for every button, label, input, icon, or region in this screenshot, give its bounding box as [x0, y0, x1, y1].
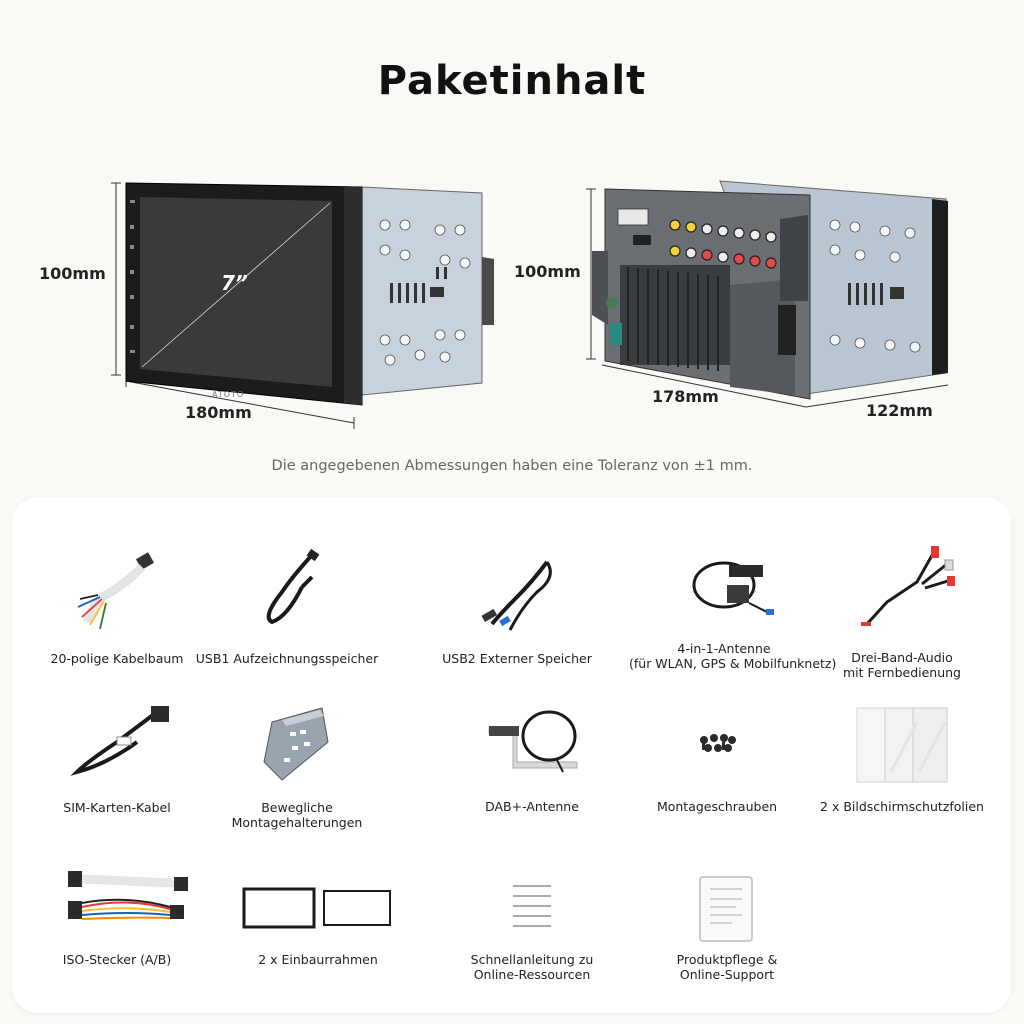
item-sim-cable: SIM-Karten-Kabel: [22, 702, 212, 815]
bracket-icon: [263, 707, 329, 781]
document-lines-icon: [513, 885, 551, 927]
front-width-label: 180mm: [185, 403, 252, 422]
item-mounting-frames: 2 x Einbaurrahmen: [238, 885, 398, 967]
item-label: 20-polige Kabelbaum: [50, 651, 184, 666]
audio-cable-icon: [861, 546, 955, 626]
item-mounting-screws: Montageschrauben: [622, 702, 812, 814]
item-wiring-harness: 20-polige Kabelbaum: [22, 547, 212, 666]
item-screen-protectors: 2 x Bildschirmschutzfolien: [807, 702, 997, 814]
manual-icon: [699, 876, 753, 942]
dab-antenna-icon: [488, 710, 578, 773]
usb-cable-icon: [266, 548, 320, 625]
screws-icon: [700, 734, 736, 752]
front-unit-illustration: [111, 182, 494, 429]
front-height-label: 100mm: [39, 264, 106, 283]
screen-protector-icon: [856, 707, 948, 783]
sim-cable-icon: [70, 706, 169, 776]
rear-unit-illustration: [586, 180, 949, 408]
iso-connector-icon: [68, 871, 188, 920]
item-usb1-cable: USB1 Aufzeichnungsspeicher: [192, 547, 382, 666]
frame-icon: [242, 887, 391, 929]
item-usb2-cable: USB2 Externer Speicher: [422, 552, 612, 666]
item-4in1-antenna: 4-in-1-Antenne(für WLAN, GPS & Mobilfunk…: [629, 555, 836, 671]
rear-width-label: 178mm: [652, 387, 719, 406]
item-iso-connector: ISO-Stecker (A/B): [22, 867, 212, 967]
tolerance-note: Die angegebenen Abmessungen haben eine T…: [271, 458, 753, 474]
package-contents-card: 20-polige Kabelbaum USB1 Aufzeichnungssp…: [12, 497, 1011, 1013]
rear-depth-label: 122mm: [866, 401, 933, 420]
wiring-harness-icon: [77, 552, 155, 630]
rear-height-label: 100mm: [514, 262, 581, 281]
screen-size-label: 7”: [221, 271, 248, 295]
item-dab-antenna: DAB+-Antenne: [437, 702, 627, 814]
usb-cable-icon: [481, 560, 552, 631]
antenna-icon: [692, 561, 774, 615]
brand-logo: ATOTO: [212, 390, 245, 399]
item-product-care: Produktpflege &Online-Support: [632, 875, 822, 982]
page-title: Paketinhalt: [377, 58, 647, 104]
